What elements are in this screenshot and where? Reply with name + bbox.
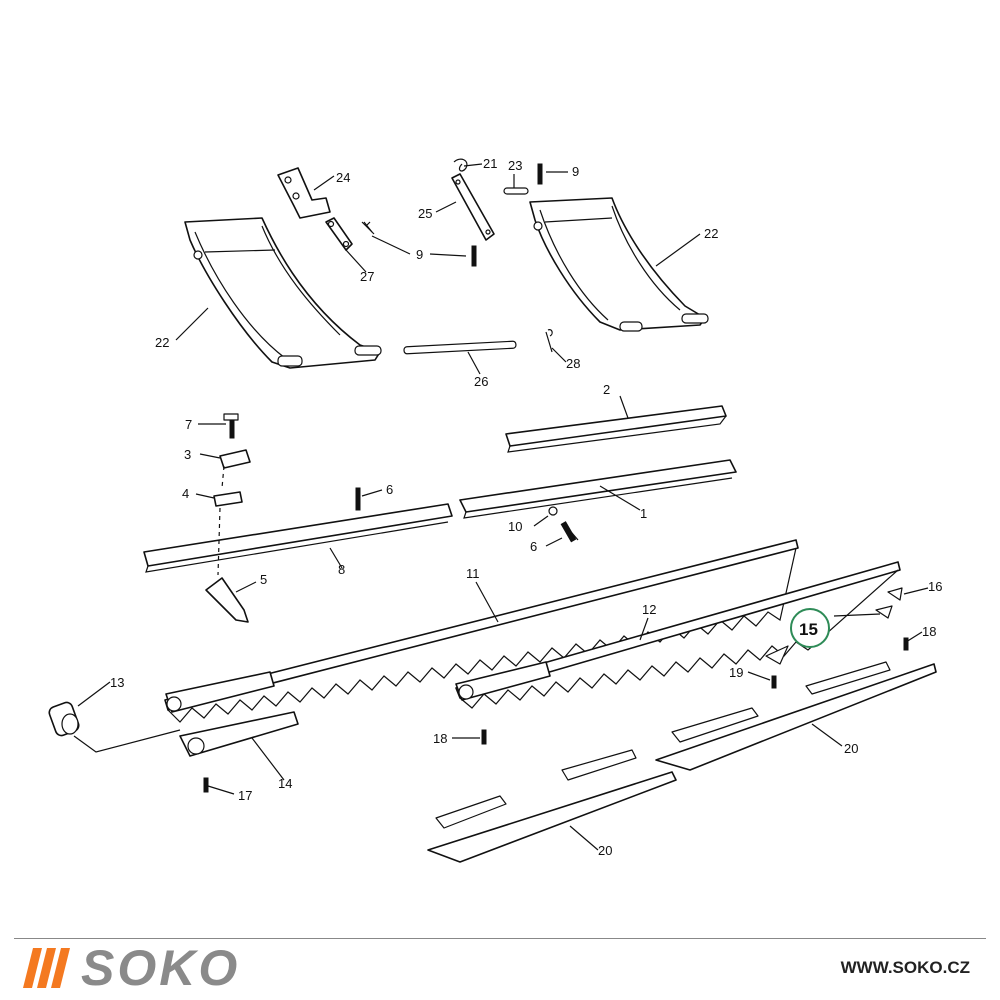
knife-part-11 bbox=[164, 539, 799, 723]
guard-bar-part-1 bbox=[459, 459, 737, 519]
callout-4: 4 bbox=[182, 486, 189, 501]
guard-part-5 bbox=[205, 577, 249, 623]
leader-lines bbox=[77, 163, 929, 851]
callout-23: 23 bbox=[508, 158, 522, 173]
footer-divider bbox=[14, 938, 986, 939]
section-part-16-b bbox=[875, 605, 893, 619]
bolt-part-18-b bbox=[903, 637, 909, 651]
callout-28: 28 bbox=[566, 356, 580, 371]
knife-head-part-14 bbox=[179, 711, 299, 757]
callout-25: 25 bbox=[418, 206, 432, 221]
callout-1: 1 bbox=[640, 506, 647, 521]
callout-15: 15 bbox=[799, 620, 818, 639]
clamp-part-3 bbox=[219, 449, 251, 469]
callout-20b: 20 bbox=[598, 843, 612, 858]
clip-part-21 bbox=[453, 158, 468, 172]
callout-15-highlight-ring bbox=[790, 608, 830, 648]
callout-17: 17 bbox=[238, 788, 252, 803]
bolt-part-7 bbox=[229, 417, 235, 439]
callout-21: 21 bbox=[483, 156, 497, 171]
callout-22a: 22 bbox=[155, 335, 169, 350]
crop-lifter-left bbox=[184, 217, 382, 369]
callout-20a: 20 bbox=[844, 741, 858, 756]
section-part-16-a bbox=[887, 587, 903, 601]
soko-logo[interactable]: SOKO bbox=[23, 940, 241, 996]
callout-9a: 9 bbox=[572, 164, 579, 179]
strap-part-25 bbox=[451, 173, 495, 241]
bolt-part-9-top bbox=[537, 163, 543, 185]
bolt-head-part-7 bbox=[223, 413, 239, 421]
callout-5: 5 bbox=[260, 572, 267, 587]
callout-14: 14 bbox=[278, 776, 292, 791]
callout-18a: 18 bbox=[433, 731, 447, 746]
callout-19: 19 bbox=[729, 665, 743, 680]
crop-lifter-right bbox=[529, 197, 709, 332]
rod-part-26 bbox=[403, 340, 517, 355]
plate-part-4 bbox=[213, 491, 243, 507]
washer-part-10 bbox=[548, 506, 558, 516]
bolt-part-9-mid bbox=[471, 245, 477, 267]
knife-part-12 bbox=[455, 561, 901, 709]
bolt-part-17 bbox=[203, 777, 209, 793]
callout-7: 7 bbox=[185, 417, 192, 432]
skid-part-20-left bbox=[427, 749, 677, 863]
guard-bar-part-8 bbox=[143, 503, 453, 573]
callout-8: 8 bbox=[338, 562, 345, 577]
bolt-part-6-a bbox=[355, 487, 361, 511]
callout-9b: 9 bbox=[416, 247, 423, 262]
callout-26: 26 bbox=[474, 374, 488, 389]
callout-2: 2 bbox=[603, 382, 610, 397]
logo-bars-icon bbox=[23, 948, 70, 988]
callout-24: 24 bbox=[336, 170, 350, 185]
skid-part-20-right bbox=[655, 661, 937, 771]
website-url[interactable]: WWW.SOKO.CZ bbox=[840, 958, 970, 977]
callout-12: 12 bbox=[642, 602, 656, 617]
callout-18b: 18 bbox=[922, 624, 936, 639]
split-pin-part-28 bbox=[545, 329, 553, 353]
callout-16: 16 bbox=[928, 579, 942, 594]
callout-10: 10 bbox=[508, 519, 522, 534]
pin-part-23 bbox=[503, 187, 529, 195]
callout-6b: 6 bbox=[530, 539, 537, 554]
hinge-bracket-part-24 bbox=[277, 167, 331, 219]
guard-bar-part-2 bbox=[505, 405, 727, 453]
bolt-part-19 bbox=[771, 675, 777, 689]
bolt-part-18-a bbox=[481, 729, 487, 745]
logo-text: SOKO bbox=[81, 940, 241, 996]
callout-labels: 1 2 3 4 5 6 6 7 8 9 9 10 11 12 13 14 15 … bbox=[110, 156, 942, 858]
callout-27: 27 bbox=[360, 269, 374, 284]
exploded-parts-diagram: 1 2 3 4 5 6 6 7 8 9 9 10 11 12 13 14 15 … bbox=[48, 156, 942, 863]
callout-13: 13 bbox=[110, 675, 124, 690]
bushing-part-13 bbox=[48, 701, 80, 737]
section-part-15 bbox=[765, 645, 789, 665]
callout-6a: 6 bbox=[386, 482, 393, 497]
callout-11: 11 bbox=[466, 566, 480, 581]
link-plate-part-27 bbox=[325, 217, 353, 251]
callout-22b: 22 bbox=[704, 226, 718, 241]
callout-3: 3 bbox=[184, 447, 191, 462]
